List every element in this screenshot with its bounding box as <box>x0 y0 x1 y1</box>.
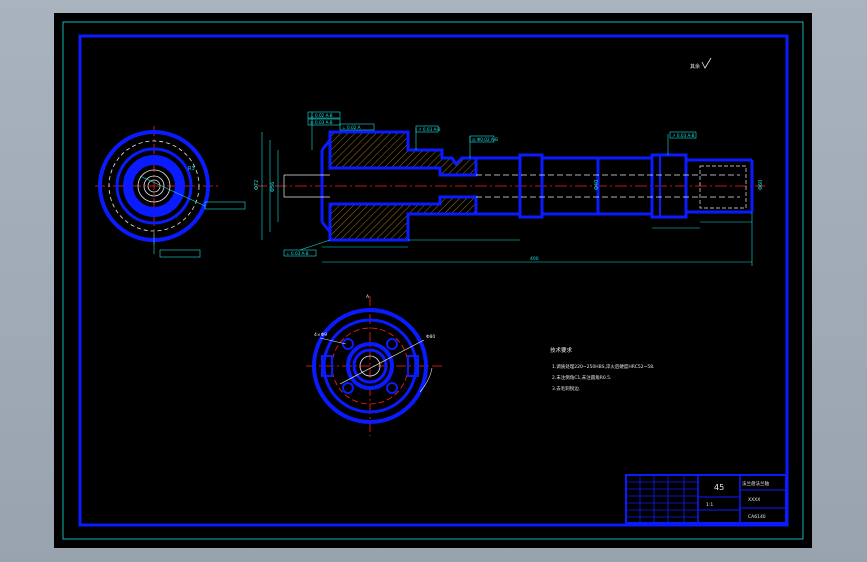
svg-text:↗ 0.03 A-B: ↗ 0.03 A-B <box>418 127 441 132</box>
svg-text:其余: 其余 <box>690 63 700 70</box>
notes-line-1: 1.调质处理220~250HBS,淬火后硬度HRC52~58. <box>552 363 655 370</box>
part-name: 法兰盘法兰轴 <box>742 480 769 487</box>
notes-line-3: 3.去毛刺锐边. <box>552 385 580 392</box>
dim-d3: Φ40 <box>594 180 600 190</box>
notes-line-2: 2.未注倒角C1,未注圆角R0.5. <box>552 374 611 381</box>
tolerance-frame-2: ◎ 0.03 A-B <box>307 118 341 126</box>
dim-d4: Φ60 <box>758 180 764 190</box>
outer-border <box>62 21 804 540</box>
roughness-note: 其余 <box>690 57 712 70</box>
svg-text:↗ 0.03 A-B: ↗ 0.03 A-B <box>672 133 695 138</box>
material-value: 45 <box>714 483 724 492</box>
notes-heading: 技术要求 <box>550 346 573 354</box>
tolerance-frame-3: ⊥ 0.02 A <box>339 123 375 131</box>
paper-background <box>54 13 812 548</box>
svg-text:⊥ 0.03 A-B: ⊥ 0.03 A-B <box>286 251 309 256</box>
svg-text:◎ Φ0.02 A-B: ◎ Φ0.02 A-B <box>472 137 498 142</box>
svg-text:⊥ 0.02 A-B: ⊥ 0.02 A-B <box>310 113 333 118</box>
flange-view: A 4×Φ9 Φ80 <box>306 294 442 436</box>
svg-text:Φ80: Φ80 <box>426 334 435 340</box>
title-block: 45 法兰盘法兰轴 XXXX CA6140 1:1 <box>625 474 787 524</box>
left-end-view: R3 <box>95 126 246 258</box>
tolerance-frame-7: ⊥ 0.03 A-B <box>283 249 317 257</box>
drawing-number: CA6140 <box>748 514 766 520</box>
tolerance-frame-5: ◎ Φ0.02 A-B <box>469 135 498 143</box>
tolerance-frame-6: ↗ 0.03 A-B <box>669 131 697 139</box>
technical-notes: 技术要求 1.调质处理220~250HBS,淬火后硬度HRC52~58. 2.未… <box>550 346 655 392</box>
dim-overall-length: 400 <box>530 256 539 262</box>
scale-value: 1:1 <box>706 502 713 508</box>
svg-text:R3: R3 <box>188 166 195 172</box>
svg-text:◎ 0.03 A-B: ◎ 0.03 A-B <box>310 120 333 125</box>
dim-d1: Φ72 <box>254 180 260 190</box>
school-name: XXXX <box>748 497 760 503</box>
svg-text:4×Φ9: 4×Φ9 <box>314 332 327 338</box>
tolerance-frame-1: ⊥ 0.02 A-B <box>307 111 341 119</box>
svg-text:⊥ 0.02 A: ⊥ 0.02 A <box>342 125 361 130</box>
tolerance-frame-4: ↗ 0.03 A-B <box>415 125 441 133</box>
dim-d2: Φ56 <box>270 182 276 192</box>
shaft-section: ⊥ 0.02 A-B ◎ 0.03 A-B ⊥ 0.02 A ↗ 0.03 A-… <box>254 111 765 266</box>
svg-text:A: A <box>366 294 370 300</box>
inner-frame <box>78 34 789 527</box>
